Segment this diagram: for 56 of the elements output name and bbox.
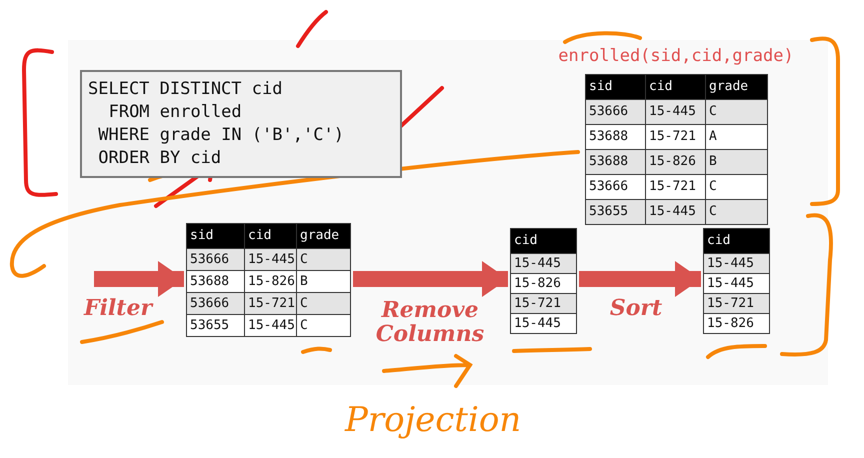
table-cell: 53655 <box>586 200 645 224</box>
table-cell: 15-445 <box>646 100 705 124</box>
table-caption: enrolled(sid,cid,grade) <box>557 46 795 66</box>
table-cell: 15-721 <box>704 294 769 313</box>
table-cell: A <box>706 125 767 149</box>
table-cell: C <box>706 175 767 199</box>
table-cell: C <box>297 293 350 314</box>
table-cell: 15-826 <box>704 314 769 333</box>
edge-label: Remove Columns <box>374 298 486 346</box>
table-header: sid <box>586 75 645 99</box>
table-cell: 53655 <box>187 315 244 336</box>
table-cell: 53666 <box>187 249 244 270</box>
table-cell: 15-445 <box>704 274 769 293</box>
table-cell: 53666 <box>586 175 645 199</box>
table-cell: C <box>297 315 350 336</box>
table-cell: 53688 <box>187 271 244 292</box>
table-header: grade <box>297 224 350 248</box>
table-cell: 15-721 <box>646 175 705 199</box>
arrow <box>94 261 184 297</box>
table-cell: 15-721 <box>245 293 296 314</box>
table-cell: 15-721 <box>511 294 576 313</box>
table-header: cid <box>511 229 576 253</box>
code-line: WHERE grade IN ('B','C') <box>97 124 345 147</box>
code-line: SELECT DISTINCT cid <box>88 78 284 101</box>
table-cell: 15-445 <box>245 249 296 270</box>
table-cell: 15-721 <box>646 125 705 149</box>
table-cell: 15-445 <box>511 314 576 333</box>
arrow <box>353 261 508 297</box>
table-cell: 15-445 <box>704 254 769 273</box>
edge-label: Filter <box>82 296 154 320</box>
code-line: ORDER BY cid <box>97 147 222 170</box>
table-cell: C <box>706 200 767 224</box>
code-line: FROM enrolled <box>108 101 243 124</box>
handwritten-note: Projection <box>345 400 522 440</box>
table-cell: B <box>706 150 767 174</box>
table-cell: C <box>297 249 350 270</box>
table-header: sid <box>187 224 244 248</box>
table-cell: 15-445 <box>511 254 576 273</box>
arrow <box>579 261 701 297</box>
table-cell: 53666 <box>586 100 645 124</box>
table-cell: 15-445 <box>646 200 705 224</box>
table-cell: C <box>706 100 767 124</box>
table-header: cid <box>245 224 296 248</box>
table-cell: 15-445 <box>245 315 296 336</box>
table-cell: 53666 <box>187 293 244 314</box>
edge-label: Sort <box>608 296 664 320</box>
table-cell: 15-826 <box>646 150 705 174</box>
table-header: grade <box>706 75 767 99</box>
table-cell: 53688 <box>586 125 645 149</box>
table-cell: 15-826 <box>511 274 576 293</box>
table-cell: 15-826 <box>245 271 296 292</box>
table-cell: B <box>297 271 350 292</box>
table-cell: 53688 <box>586 150 645 174</box>
code-box <box>80 70 402 178</box>
table-header: cid <box>704 229 769 253</box>
table-header: cid <box>646 75 705 99</box>
